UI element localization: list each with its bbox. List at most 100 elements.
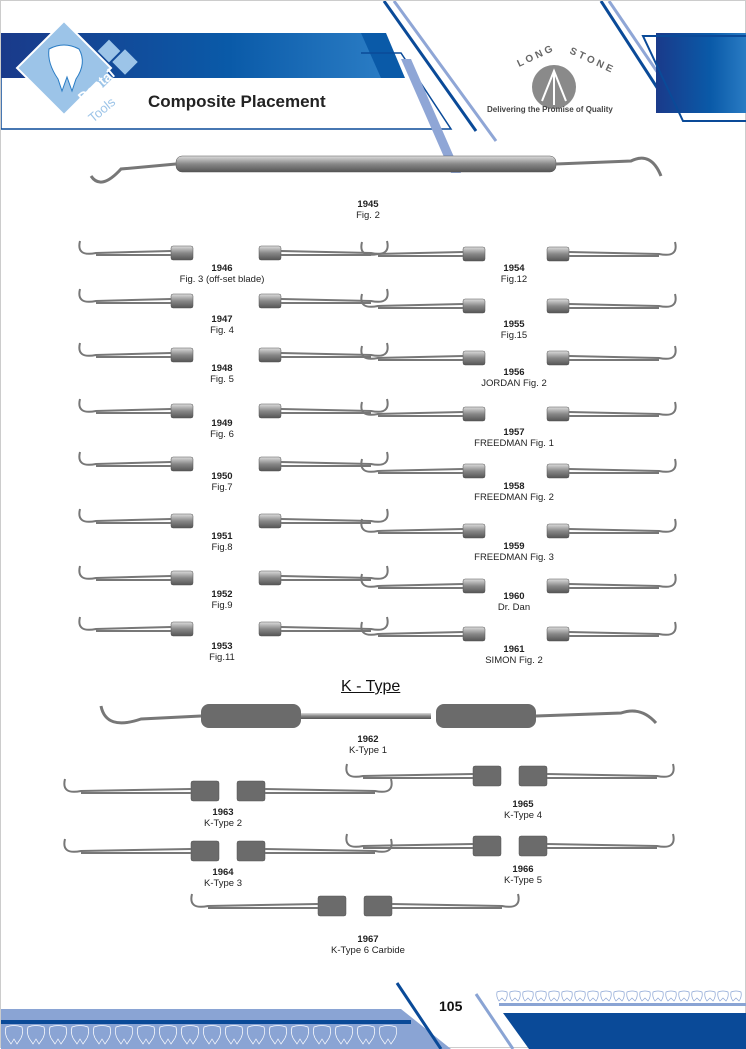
instrument-1958-left <box>360 458 486 479</box>
tooth-icon <box>137 1025 155 1045</box>
instrument-1947-left <box>78 288 194 309</box>
instrument-1949-left <box>78 398 194 419</box>
item-code: 1955 <box>503 319 525 330</box>
item-code: 1965 <box>512 799 534 810</box>
item-desc: JORDAN Fig. 2 <box>481 378 547 389</box>
item-code: 1948 <box>211 363 233 374</box>
item-code: 1945 <box>357 199 379 210</box>
item-desc: Fig.11 <box>209 652 235 663</box>
tooth-icon <box>291 1025 309 1045</box>
tooth-icon <box>574 990 586 1002</box>
item-desc: FREEDMAN Fig. 3 <box>474 552 554 563</box>
tooth-icon <box>639 990 651 1002</box>
tooth-icon <box>522 990 534 1002</box>
instrument-1956-right <box>546 345 677 366</box>
item-code: 1949 <box>211 418 233 429</box>
item-code: 1959 <box>503 541 525 552</box>
tooth-icon <box>115 1025 133 1045</box>
tooth-icon <box>626 990 638 1002</box>
instrument-1950-left <box>78 451 194 472</box>
instrument-1948-right <box>258 342 389 363</box>
section-heading-k-type: K - Type <box>341 678 401 695</box>
item-code: 1954 <box>503 263 525 274</box>
item-desc: Fig.12 <box>500 274 528 285</box>
instrument-1947-right <box>258 288 389 309</box>
instrument-1962 <box>99 704 658 728</box>
tooth-icon <box>548 990 560 1002</box>
tooth-icon <box>496 990 508 1002</box>
tooth-icon <box>665 990 677 1002</box>
item-code: 1947 <box>211 314 233 325</box>
item-code: 1957 <box>503 427 525 438</box>
item-desc: Fig. 5 <box>210 374 234 385</box>
instrument-1950-right <box>258 451 389 472</box>
instrument-1964-right <box>236 838 393 862</box>
tooth-icon <box>181 1025 199 1045</box>
tooth-icon <box>269 1025 287 1045</box>
item-desc: K-Type 2 <box>203 818 243 829</box>
long-stone-logo: LONG STONE <box>516 42 617 109</box>
tooth-icon <box>71 1025 89 1045</box>
instrument-1951-right <box>258 508 389 529</box>
instrument-1965-right <box>518 763 675 787</box>
tooth-icon <box>203 1025 221 1045</box>
tooth-icon <box>225 1025 243 1045</box>
instrument-1967-left <box>190 893 347 917</box>
tooth-icon <box>5 1025 23 1045</box>
item-desc: K-Type 6 Carbide <box>331 945 405 956</box>
tooth-icon <box>49 1025 67 1045</box>
instrument-1963-right <box>236 778 393 802</box>
tooth-icon <box>678 990 690 1002</box>
item-desc: Fig. 2 <box>356 210 380 221</box>
instrument-1946-left <box>78 240 194 261</box>
item-code: 1946 <box>211 263 233 274</box>
tooth-icon <box>93 1025 111 1045</box>
tooth-icon <box>27 1025 45 1045</box>
instrument-1959-right <box>546 518 677 539</box>
item-code: 1961 <box>503 644 525 655</box>
tooth-icon <box>600 990 612 1002</box>
tooth-icon <box>717 990 729 1002</box>
tooth-icon <box>335 1025 353 1045</box>
item-desc: Fig. 4 <box>210 325 234 336</box>
instrument-1961-right <box>546 621 677 642</box>
page-title: Composite Placement <box>148 92 326 111</box>
item-desc: Fig.8 <box>211 542 233 553</box>
item-code: 1952 <box>211 589 233 600</box>
item-desc: K-Type 5 <box>503 875 543 886</box>
tooth-icon <box>561 990 573 1002</box>
instrument-1960-right <box>546 573 677 594</box>
instrument-1958-right <box>546 458 677 479</box>
instrument-1952-left <box>78 565 194 586</box>
instrument-1960-left <box>360 573 486 594</box>
item-code: 1958 <box>503 481 525 492</box>
item-desc: Dr. Dan <box>497 602 531 613</box>
tooth-icon <box>691 990 703 1002</box>
tooth-icon <box>613 990 625 1002</box>
tooth-icon <box>509 990 521 1002</box>
item-desc: FREEDMAN Fig. 1 <box>474 438 554 449</box>
item-desc: K-Type 3 <box>203 878 243 889</box>
instrument-1955-left <box>360 293 486 314</box>
item-code: 1964 <box>212 867 234 878</box>
instrument-1949-right <box>258 398 389 419</box>
instrument-1957-right <box>546 401 677 422</box>
page-number: 105 <box>439 998 463 1014</box>
item-code: 1966 <box>512 864 534 875</box>
instrument-1954-left <box>360 241 486 262</box>
